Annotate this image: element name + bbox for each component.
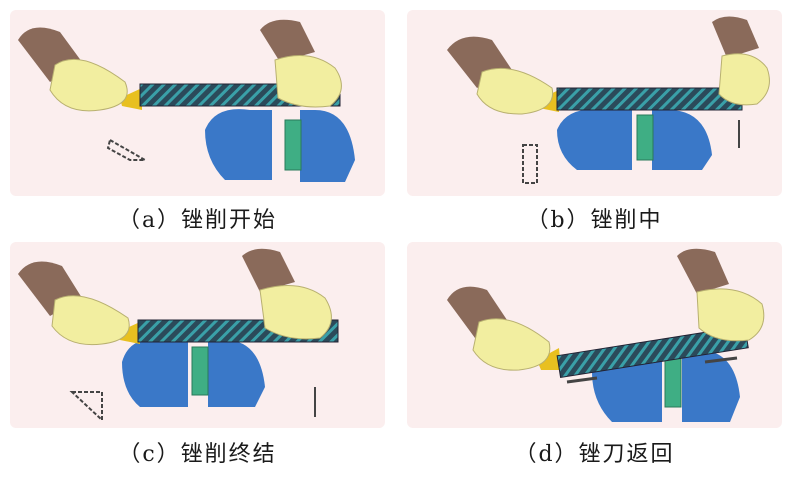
vise-jaw: [205, 109, 272, 180]
filing-end-illustration: [18, 248, 339, 423]
motion-arrow: [69, 391, 103, 423]
file-return-illustration: [447, 248, 765, 422]
filing-start-illustration: [18, 19, 355, 182]
workpiece: [191, 346, 209, 396]
vise-jaw: [122, 338, 188, 407]
file-handle: [120, 88, 142, 110]
motion-arrow: [566, 376, 598, 384]
file-blade: [556, 87, 743, 111]
vise-jaw: [557, 109, 632, 170]
workpiece: [636, 114, 654, 161]
caption-file-return: （d）锉刀返回: [514, 442, 675, 467]
workpiece: [284, 119, 302, 171]
right-hand: [259, 285, 332, 340]
panel-file-return: [407, 242, 782, 428]
right-sleeve: [260, 19, 315, 62]
vise-jaw: [652, 110, 712, 170]
left-hand: [472, 318, 551, 371]
file-handle: [537, 348, 561, 370]
left-hand: [49, 58, 128, 112]
filing-middle-illustration: [447, 16, 770, 184]
panel-filing-start: [10, 10, 385, 196]
right-hand: [696, 288, 765, 342]
vise-jaw: [208, 340, 265, 407]
workpiece: [664, 356, 682, 408]
right-hand: [718, 53, 770, 106]
right-sleeve: [677, 248, 729, 294]
vise-jaw: [682, 350, 740, 422]
motion-arrow: [704, 356, 738, 364]
caption-filing-start: （a）锉削开始: [117, 208, 278, 233]
motion-arrow: [106, 138, 149, 161]
panel-filing-middle: [407, 10, 782, 196]
motion-arrow: [522, 144, 538, 184]
right-hand: [274, 55, 342, 108]
file-handle: [118, 322, 140, 344]
left-hand: [51, 295, 130, 346]
caption-filing-end: （c）锉削终结: [118, 442, 277, 467]
caption-filing-middle: （b）锉削中: [526, 208, 663, 233]
right-sleeve: [242, 248, 295, 292]
panel-filing-end: [10, 242, 385, 428]
right-sleeve: [712, 16, 759, 59]
left-hand: [476, 67, 554, 115]
vise-jaw: [300, 110, 355, 182]
